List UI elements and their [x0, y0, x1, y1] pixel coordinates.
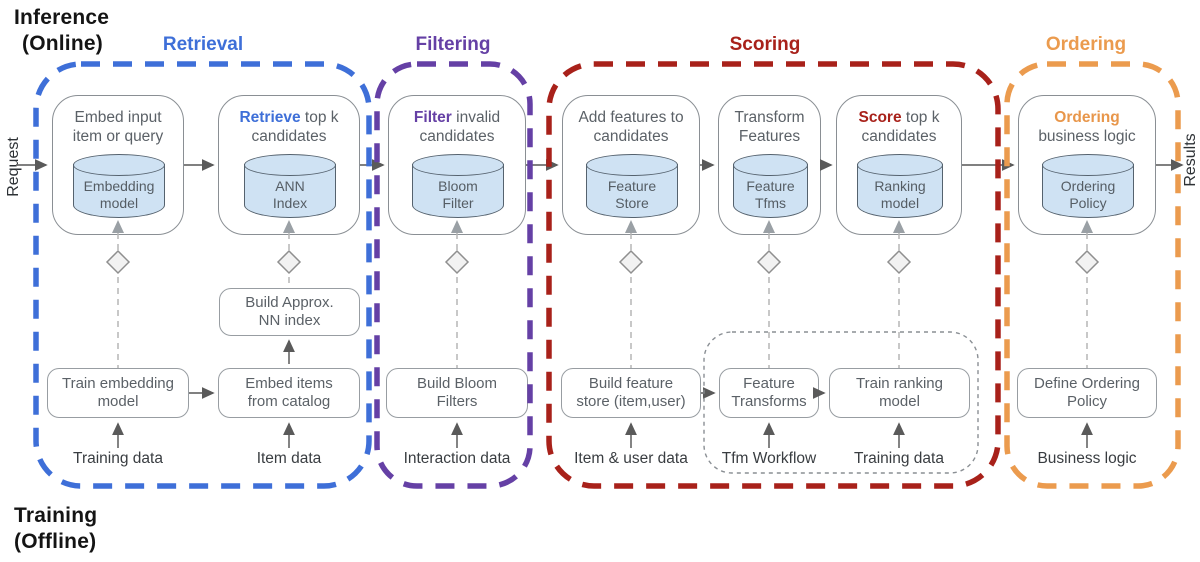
- cylinder-label: Embedding model: [83, 178, 155, 211]
- cylinder-ann-index: ANN Index: [244, 154, 336, 218]
- cylinder-ranking-model: Ranking model: [857, 154, 943, 218]
- section-title-filtering: Filtering: [415, 34, 491, 55]
- diamond-node-ann: [276, 249, 302, 275]
- offline-box-build-ann-index: Build Approx.NN index: [219, 288, 360, 336]
- inference-line2: (Online): [22, 32, 103, 55]
- online-box-transform-features-title: Transform Features: [734, 109, 805, 145]
- cylinder-label: Feature Tfms: [746, 178, 795, 211]
- cylinder-label: Feature Store: [607, 178, 657, 211]
- cylinder-feature-store: Feature Store: [586, 154, 678, 218]
- cylinder-top: [586, 154, 678, 176]
- cylinder-label: Ordering Policy: [1060, 178, 1116, 211]
- online-box-score-title: Score top k candidates: [858, 109, 940, 145]
- inference-line1: Inference: [14, 6, 110, 29]
- online-box-add-features: Add features to candidates Feature Store: [562, 95, 700, 235]
- input-label-interaction-data: Interaction data: [403, 450, 511, 467]
- section-title-scoring: Scoring: [729, 34, 801, 55]
- online-box-embed-input: Embed input item or query Embedding mode…: [52, 95, 184, 235]
- cylinder-label: ANN Index: [272, 178, 308, 211]
- online-box-ordering: Ordering business logic Ordering Policy: [1018, 95, 1156, 235]
- diamond-node-feature-store: [618, 249, 644, 275]
- cylinder-label: Bloom Filter: [438, 178, 478, 211]
- cylinder-top: [1042, 154, 1134, 176]
- diamond-node-embedding: [105, 249, 131, 275]
- results-label: Results: [1182, 133, 1199, 187]
- training-offline-label: Training (Offline): [14, 503, 97, 555]
- online-box-filter: Filter invalid candidates Bloom Filter: [388, 95, 526, 235]
- diamond-node-feature-tfms: [756, 249, 782, 275]
- training-line1: Training: [14, 504, 98, 527]
- cylinder-embedding-model: Embedding model: [73, 154, 165, 218]
- online-box-add-features-title: Add features to candidates: [578, 109, 684, 145]
- input-label-item-data: Item data: [256, 450, 322, 467]
- junction-diamonds: [105, 249, 1100, 275]
- cylinder-top: [244, 154, 336, 176]
- cylinder-top: [412, 154, 504, 176]
- accent-filter: Filter: [413, 109, 452, 126]
- accent-score: Score: [858, 109, 902, 126]
- diamond-node-bloom: [444, 249, 470, 275]
- online-box-filter-title: Filter invalid candidates: [413, 109, 501, 145]
- cylinder-top: [857, 154, 943, 176]
- cylinder-top: [73, 154, 165, 176]
- title-line2: item or query: [72, 128, 164, 145]
- cylinder-ordering-policy: Ordering Policy: [1042, 154, 1134, 218]
- online-box-embed-input-title: Embed input item or query: [41, 108, 195, 146]
- diamond-node-ordering: [1074, 249, 1100, 275]
- input-label-business-logic: Business logic: [1037, 450, 1137, 467]
- section-title-retrieval: Retrieval: [162, 34, 244, 55]
- online-box-retrieve: Retrieve top k candidates ANN Index: [218, 95, 360, 235]
- title-line1: Embed input: [74, 109, 162, 126]
- inference-online-label: Inference (Online): [14, 5, 109, 57]
- online-box-score: Score top k candidates Ranking model: [836, 95, 962, 235]
- accent-ordering: Ordering: [1054, 109, 1120, 126]
- diamond-node-ranking: [886, 249, 912, 275]
- training-line2: (Offline): [14, 530, 97, 553]
- online-box-transform-features: Transform Features Feature Tfms: [718, 95, 821, 235]
- cylinder-bloom-filter: Bloom Filter: [412, 154, 504, 218]
- accent-retrieve: Retrieve: [239, 109, 301, 126]
- online-box-ordering-title: Ordering business logic: [1038, 109, 1136, 145]
- input-label-training-data-2: Training data: [854, 450, 944, 467]
- input-label-training-data-1: Training data: [73, 450, 163, 467]
- cylinder-label: Ranking model: [874, 178, 926, 211]
- online-box-retrieve-title: Retrieve top k candidates: [239, 109, 339, 145]
- request-label: Request: [5, 137, 22, 197]
- cylinder-top: [733, 154, 808, 176]
- section-title-ordering: Ordering: [1045, 34, 1127, 55]
- cylinder-feature-tfms: Feature Tfms: [733, 154, 808, 218]
